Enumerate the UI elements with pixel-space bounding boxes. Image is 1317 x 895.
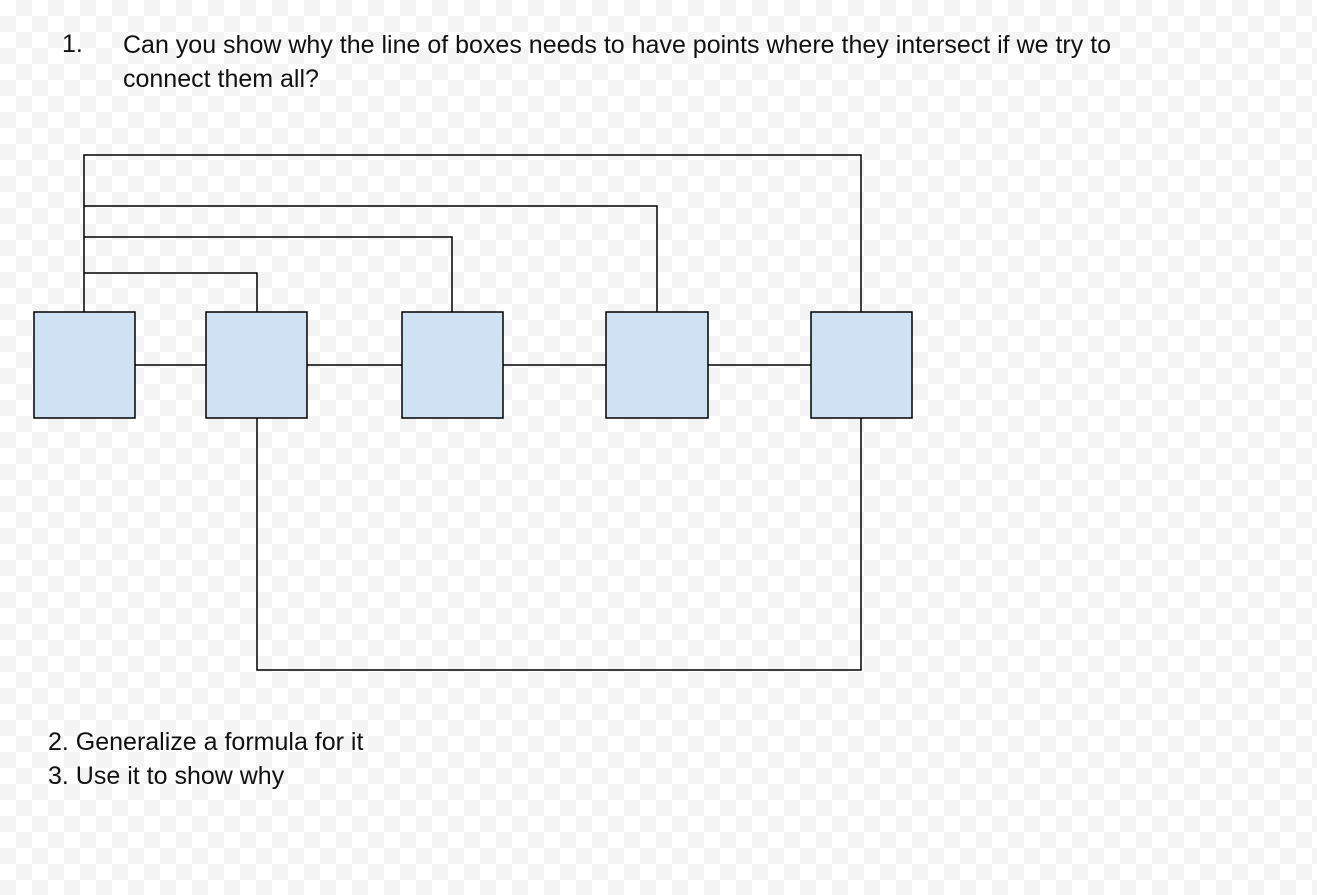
boxes [33, 311, 913, 419]
box-4 [605, 311, 709, 419]
box-2 [205, 311, 308, 419]
followup-questions: 2. Generalize a formula for it 3. Use it… [48, 725, 363, 793]
connector-box1-box5 [83, 154, 862, 312]
question-1-text: Can you show why the line of boxes needs… [123, 31, 1112, 93]
connector-box1-box4 [84, 205, 658, 312]
box-1 [33, 311, 136, 419]
followup-question-2: 2. Generalize a formula for it [48, 728, 364, 756]
question-1-number: 1. [62, 30, 83, 58]
box-5 [810, 311, 913, 419]
box-3 [401, 311, 504, 419]
connector-box1-box3 [84, 236, 453, 312]
followup-question-3: 3. Use it to show why [48, 762, 285, 790]
connector-box2-box5-bottom [256, 418, 862, 671]
connector-lines [83, 154, 862, 671]
connector-box1-box2 [84, 272, 258, 312]
